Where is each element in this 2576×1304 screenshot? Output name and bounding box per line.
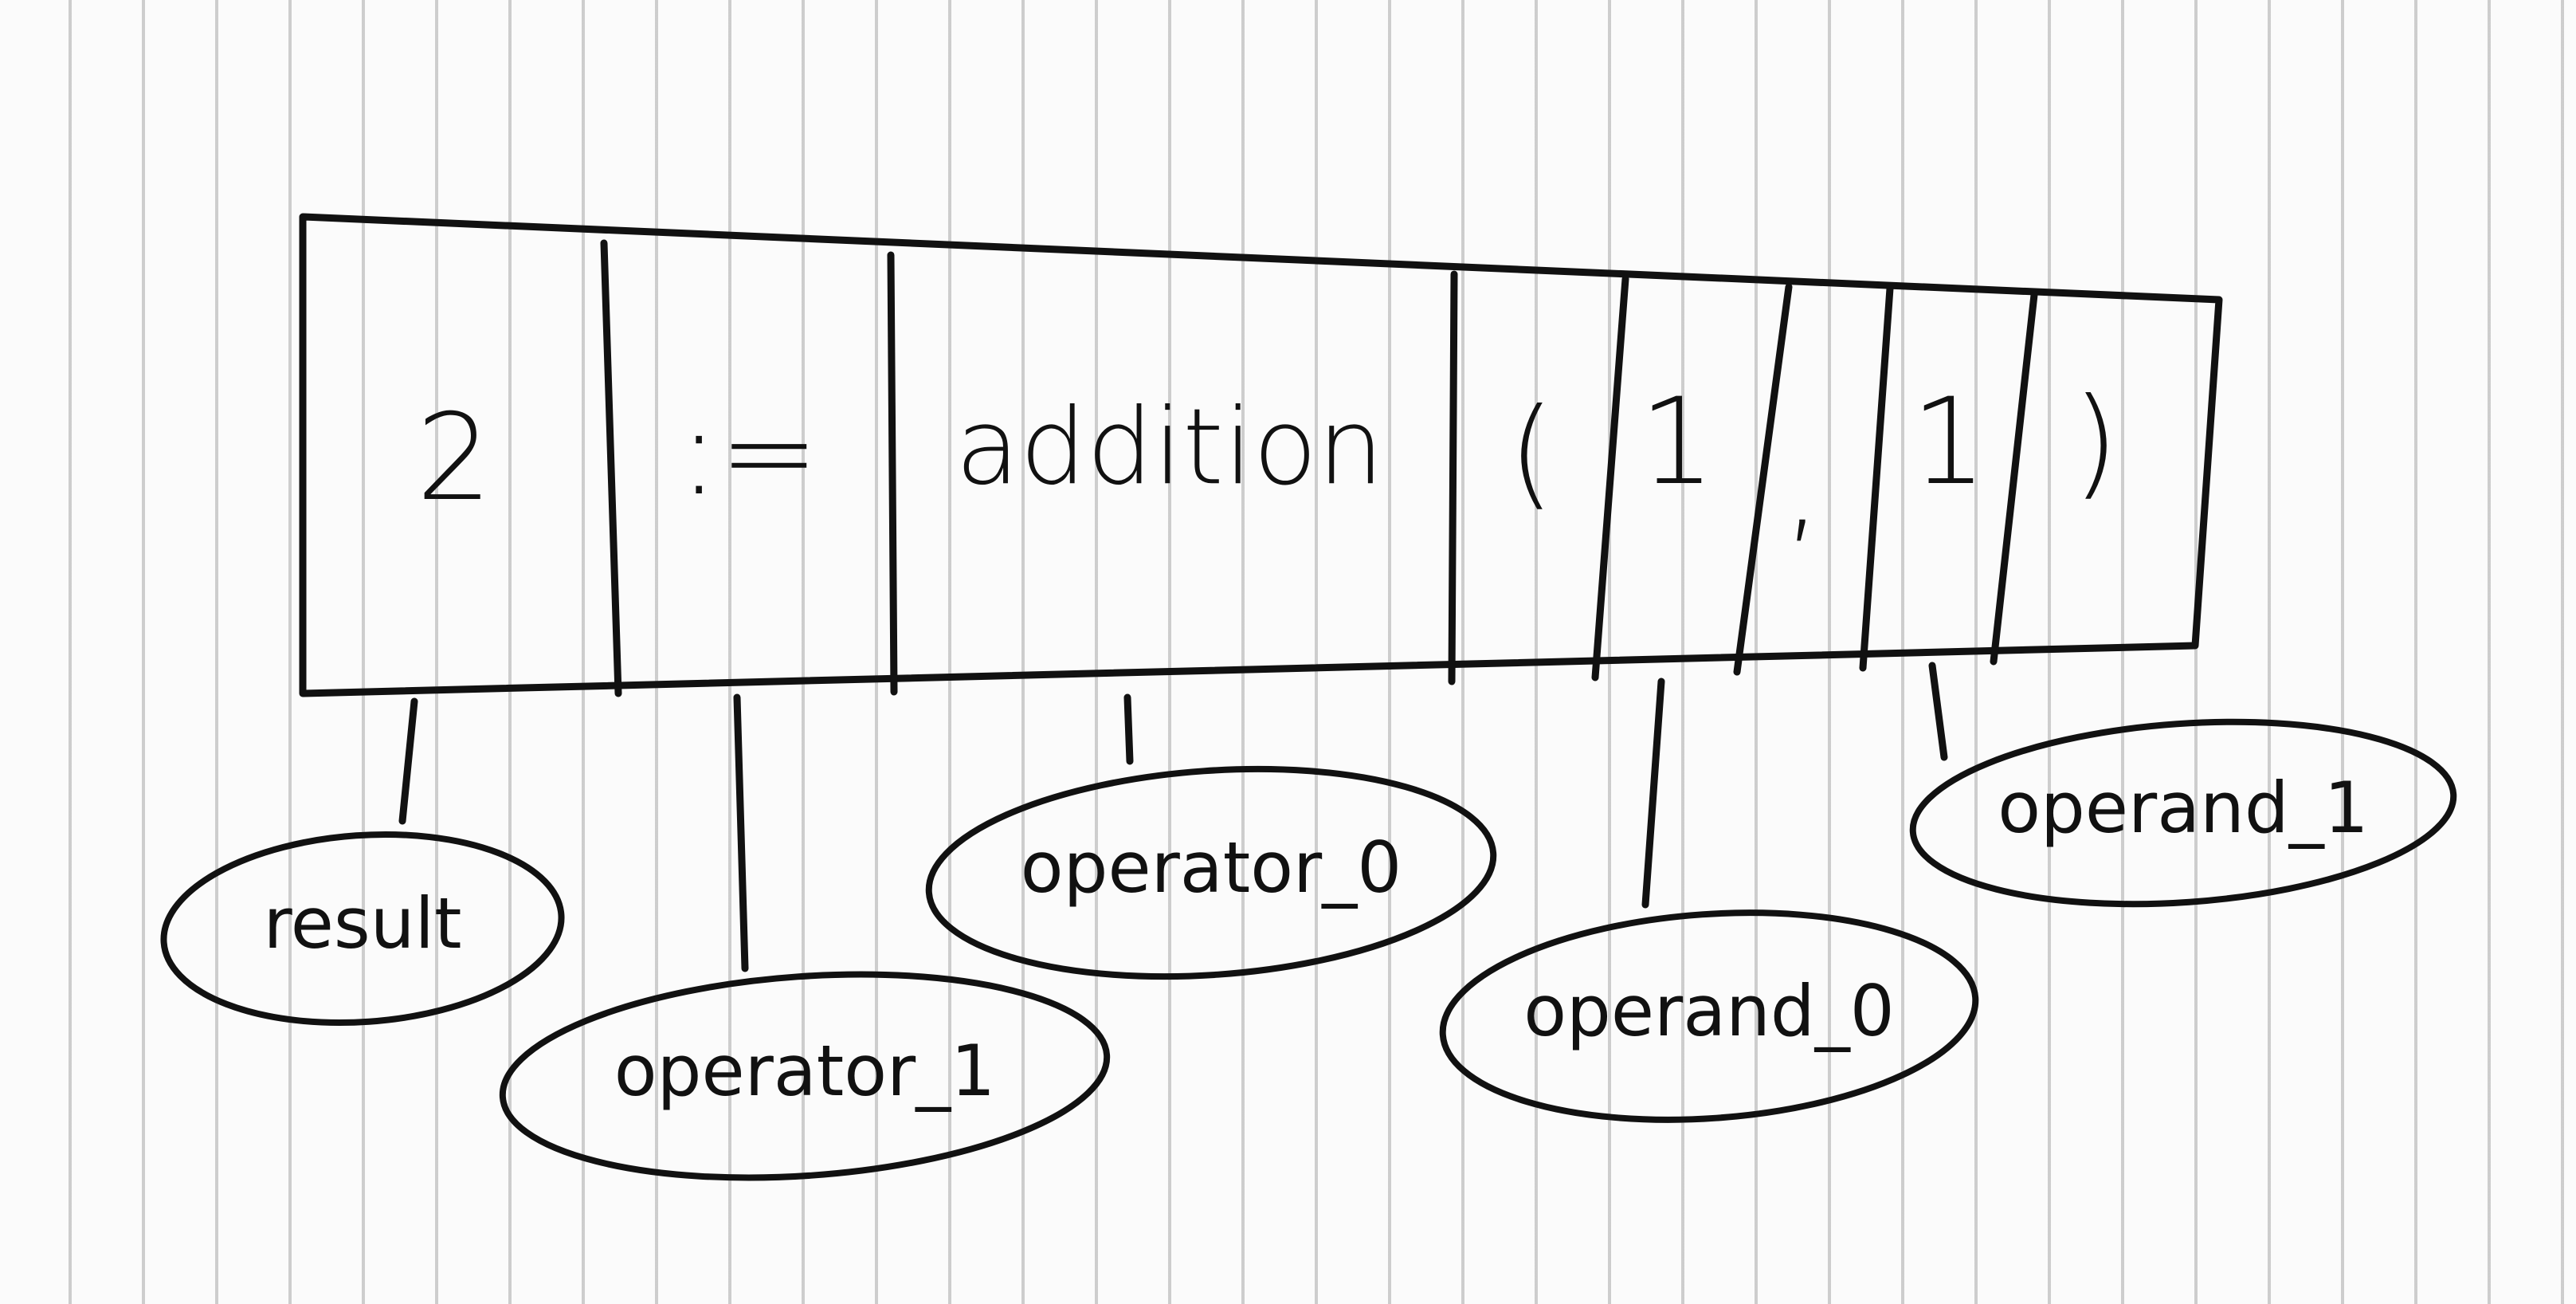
label-operator-0: operator_0 — [1021, 827, 1402, 909]
cell-result-value: 2 — [416, 389, 492, 528]
connector-operand-0 — [1641, 678, 1665, 909]
connector-result — [398, 697, 418, 825]
cell-divider-3 — [1448, 270, 1458, 685]
cell-divider-2 — [887, 251, 898, 696]
cell-divider-7 — [1990, 291, 2038, 666]
label-bubble-result — [160, 831, 565, 1027]
label-bubble-operand-1 — [1909, 718, 2457, 908]
cell-comma: , — [1783, 417, 1821, 556]
cell-function-name: addition — [955, 386, 1384, 509]
label-bubble-operator-1 — [499, 971, 1111, 1181]
cell-open-paren: ( — [1508, 383, 1555, 522]
cell-assign-operator: := — [679, 383, 819, 522]
label-result: result — [264, 882, 462, 964]
cell-operand-0: 1 — [1639, 373, 1715, 512]
cell-divider-5 — [1733, 283, 1793, 676]
label-bubble-operand-0 — [1439, 909, 1979, 1123]
label-bubble-operator-0 — [925, 765, 1497, 980]
cell-operand-1: 1 — [1911, 373, 1986, 512]
connector-operand-1 — [1928, 662, 1948, 761]
cell-close-paren: ) — [2072, 373, 2119, 512]
label-operator-1: operator_1 — [614, 1030, 995, 1112]
cell-divider-4 — [1591, 275, 1629, 681]
expression-box-outline — [299, 213, 2223, 697]
label-operand-1: operand_1 — [1998, 767, 2369, 849]
connector-operator-1 — [733, 693, 749, 972]
cell-divider-6 — [1859, 285, 1894, 672]
label-operand-0: operand_0 — [1523, 970, 1895, 1052]
connector-operator-0 — [1123, 693, 1134, 765]
cell-divider-1 — [600, 239, 622, 697]
